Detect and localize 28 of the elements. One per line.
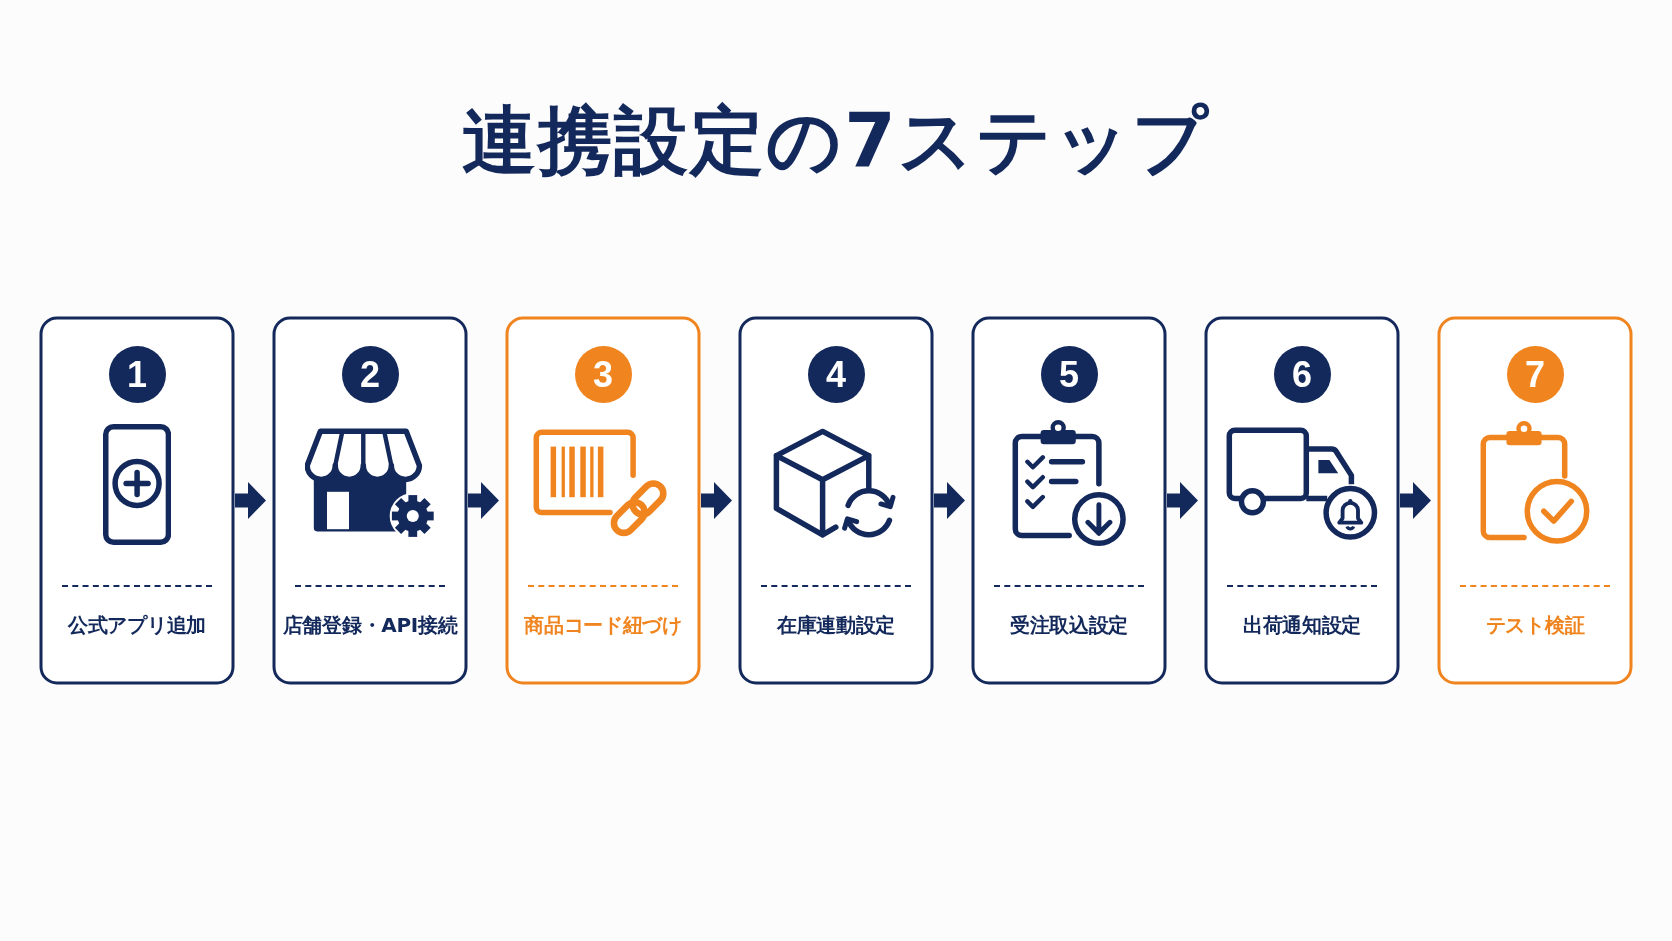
title: 連携設定の7ステップ [462,96,1210,184]
step-label: 店舗登録・API接続 [282,612,458,639]
arrow [701,482,732,519]
step-card [1437,316,1633,685]
step-label: 出荷通知設定 [1242,612,1362,639]
step-number: 1 [127,354,147,395]
arrow [235,482,266,519]
step-card [39,316,235,685]
arrow [934,482,965,519]
arrow [1167,482,1198,519]
step-card [971,316,1167,685]
step-card [738,316,934,685]
step-card [1204,316,1400,685]
step-label: 在庫連動設定 [776,612,896,639]
step-number: 3 [593,354,613,395]
arrow [468,482,499,519]
step-number: 2 [360,354,380,395]
arrow [1400,482,1431,519]
step-label: 公式アプリ追加 [68,612,206,639]
step-label: 商品コード紐づけ [524,612,682,639]
step-number: 5 [1059,354,1079,395]
step-label: テスト検証 [1485,612,1585,639]
step-card [272,316,468,685]
step-number: 6 [1292,354,1312,395]
step-label: 受注取込設定 [1009,612,1129,639]
step-number: 7 [1525,354,1545,395]
step-card [505,316,701,685]
step-number: 4 [826,354,846,395]
